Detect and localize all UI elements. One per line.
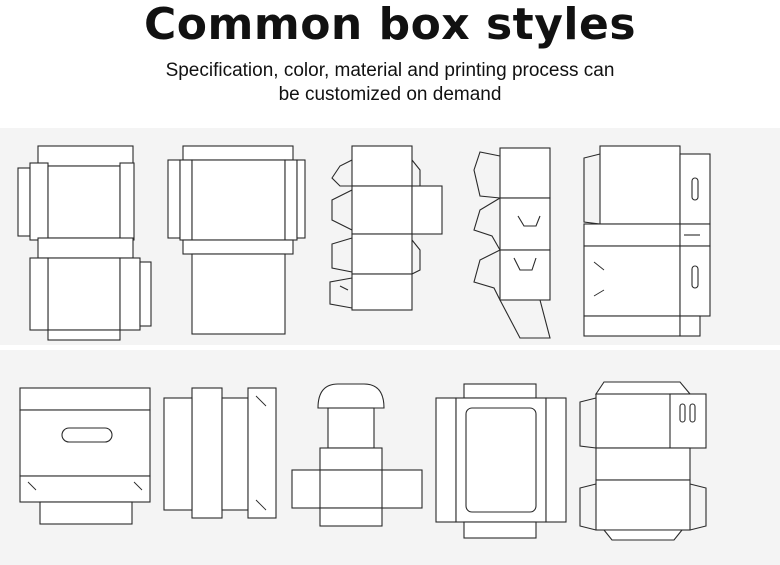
subtitle-line-2: be customized on demand: [278, 84, 502, 105]
box-dieline-10: [579, 381, 707, 541]
box-dieline-5: [583, 145, 711, 337]
box-dieline-9: [435, 383, 567, 539]
box-dieline-2: [167, 145, 306, 335]
box-dieline-7: [163, 387, 277, 519]
dieline-panel: [0, 128, 780, 565]
box-dieline-8: [291, 383, 423, 527]
page-title: Common box styles: [143, 0, 637, 50]
box-dieline-6: [19, 387, 151, 525]
box-dieline-4: [473, 147, 551, 339]
subtitle-line-1: Specification, color, material and print…: [165, 60, 615, 81]
box-dieline-3: [329, 145, 443, 311]
box-dieline-1: [17, 145, 152, 341]
